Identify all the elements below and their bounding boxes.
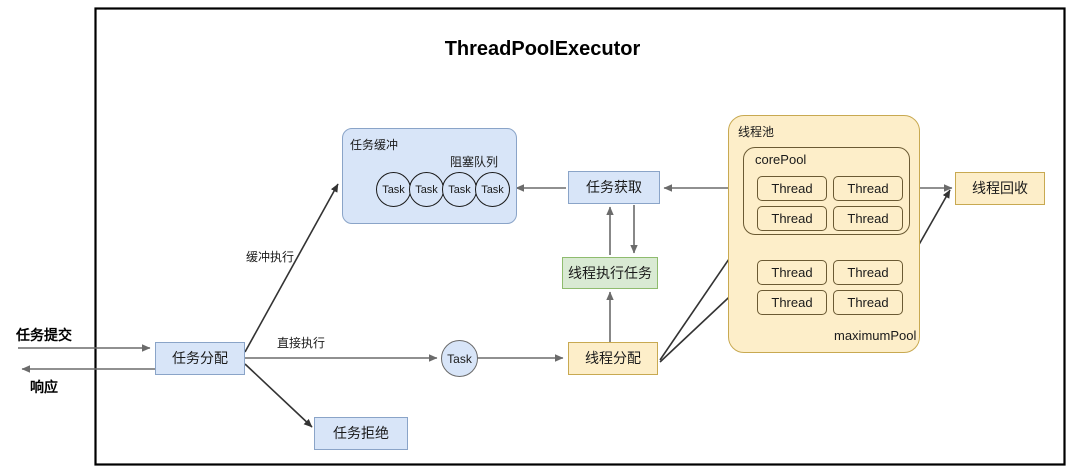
max-thread-0[interactable]: Thread [757,260,827,285]
maximum-pool-title: maximumPool [834,328,917,343]
dispatch-box[interactable]: 任务分配 [155,342,245,375]
page-title: ThreadPoolExecutor [444,38,641,60]
response-label: 响应 [30,379,58,395]
thread-pool-title: 线程池 [738,125,775,139]
thread-alloc-box[interactable]: 线程分配 [568,342,658,375]
thread-recycle-box[interactable]: 线程回收 [955,172,1045,205]
core-thread-1[interactable]: Thread [833,176,903,201]
edge-label-buffered-exec: 缓冲执行 [246,250,295,264]
thread-exec-box[interactable]: 线程执行任务 [562,257,658,289]
max-thread-3[interactable]: Thread [833,290,903,315]
max-thread-1[interactable]: Thread [833,260,903,285]
core-thread-0[interactable]: Thread [757,176,827,201]
core-pool-box [743,147,910,235]
queue-task-2: Task [442,172,477,207]
submit-label: 任务提交 [16,327,72,343]
queue-task-1: Task [409,172,444,207]
task-circle: Task [441,340,478,377]
task-fetch-box[interactable]: 任务获取 [568,171,660,204]
core-thread-3[interactable]: Thread [833,206,903,231]
core-thread-2[interactable]: Thread [757,206,827,231]
reject-box[interactable]: 任务拒绝 [314,417,408,450]
blocking-queue-title: 阻塞队列 [450,155,499,169]
max-thread-2[interactable]: Thread [757,290,827,315]
core-pool-title: corePool [755,152,807,167]
outer-frame [94,7,1066,466]
queue-task-3: Task [475,172,510,207]
task-buffer-title: 任务缓冲 [350,138,399,152]
edge-label-direct-exec: 直接执行 [277,336,326,350]
queue-task-0: Task [376,172,411,207]
